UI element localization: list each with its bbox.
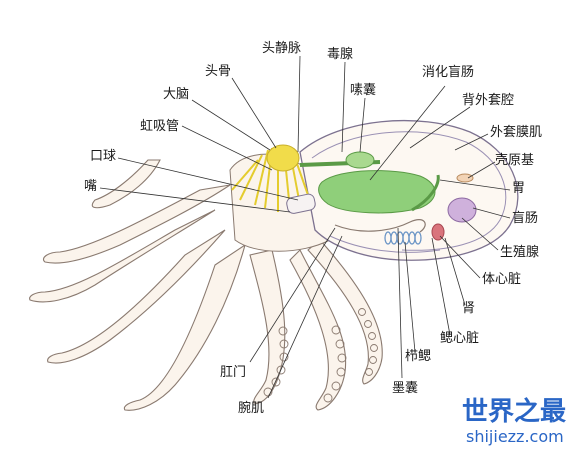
gill [384,231,422,245]
tentacles [29,159,383,411]
watermark-domain: shijiezz.com [466,427,564,446]
label-shell-base: 壳原基 [495,153,534,168]
label-gill: 栉鳃 [405,349,431,364]
label-stomach: 胃 [512,181,525,196]
label-head-bone: 头骨 [205,64,231,79]
label-branchial-heart: 鳃心脏 [440,331,479,346]
watermark: 世界之最 shijiezz.com [462,396,567,446]
label-mantle-muscle: 外套膜肌 [490,124,542,140]
label-anus: 肛门 [220,365,246,380]
digestive-gland [318,170,436,214]
label-dorsal-mantle-cavity: 背外套腔 [462,92,514,108]
label-kidney: 肾 [462,301,475,316]
label-arm-muscle: 腕肌 [238,400,264,416]
brain [266,144,300,172]
label-buccal-bulb: 口球 [90,149,116,164]
arm-suckers [263,308,378,403]
anatomy-labels: 头静脉 毒腺 头骨 嗉囊 消化盲肠 大脑 背外套腔 虹吸管 外套膜肌 口球 壳原… [84,41,542,416]
label-brain: 大脑 [163,87,189,102]
leader-lines [99,55,511,399]
watermark-brand: 世界之最 [462,396,567,427]
label-caecum: 盲肠 [512,210,538,226]
label-poison-gland: 毒腺 [327,47,353,62]
label-siphon: 虹吸管 [140,119,179,134]
label-mouth: 嘴 [84,179,97,194]
label-gonad: 生殖腺 [500,244,539,260]
octopus-illustration [29,119,519,411]
gonad [447,197,477,223]
label-caecum-digest: 消化盲肠 [422,64,474,80]
label-crop: 嗉囊 [350,82,376,98]
label-systemic-heart: 体心脏 [482,272,521,287]
label-vein: 头静脉 [262,41,301,56]
label-ink-sac: 墨囊 [392,380,418,396]
